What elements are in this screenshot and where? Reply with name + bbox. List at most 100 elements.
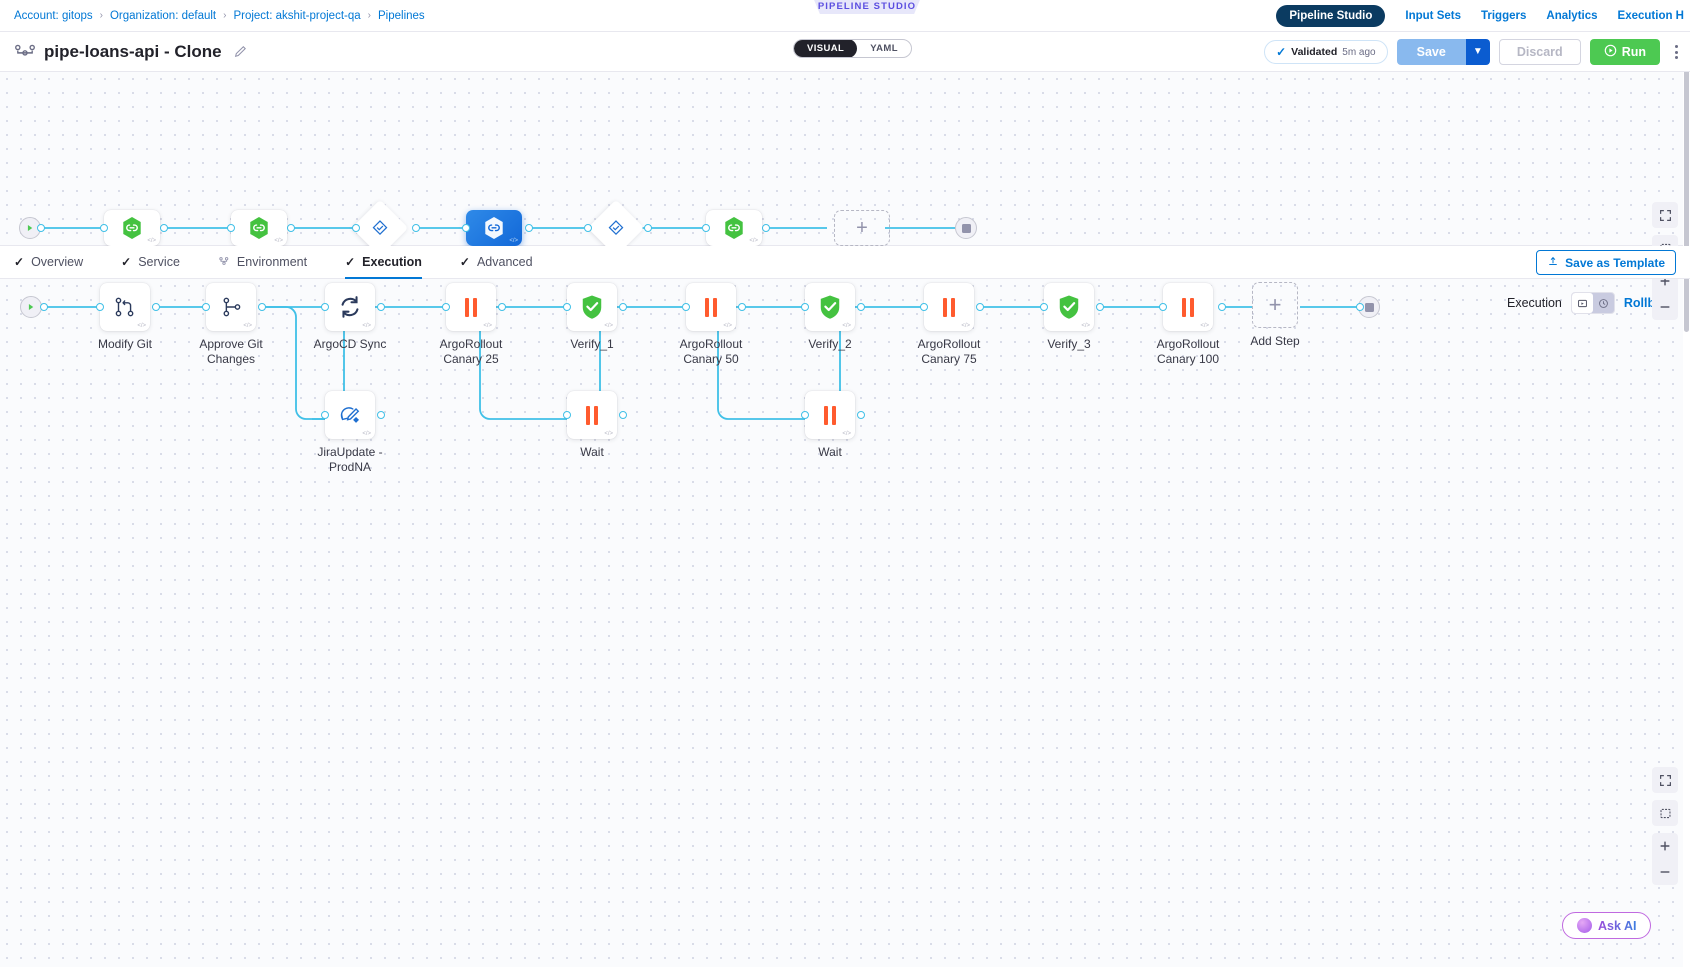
connector-port — [976, 303, 984, 311]
nav-pipeline-studio[interactable]: Pipeline Studio — [1276, 5, 1386, 27]
execution-rollback-toggle[interactable] — [1570, 292, 1615, 314]
add-stage-node[interactable]: + Add Stage — [834, 210, 890, 266]
fullscreen-icon[interactable] — [1652, 202, 1678, 228]
step-node-argorollout-canary-25[interactable]: </> ArgoRollout Canary 25 — [440, 283, 502, 366]
service-hexagon-icon — [121, 216, 143, 240]
step-node-wait-1[interactable]: </> Wait — [567, 391, 617, 459]
nav-execution-history[interactable]: Execution H — [1617, 10, 1684, 22]
save-button-group[interactable]: Save ▼ — [1396, 39, 1490, 65]
connector-port — [857, 303, 865, 311]
fit-to-screen-icon[interactable] — [1652, 800, 1678, 826]
approval-diamond-box[interactable] — [587, 199, 645, 257]
save-button[interactable]: Save — [1396, 39, 1466, 65]
toggle-visual[interactable]: VISUAL — [794, 40, 858, 57]
code-glyph-icon: </> — [147, 238, 156, 244]
kebab-menu-icon[interactable] — [1669, 45, 1684, 59]
discard-button[interactable]: Discard — [1498, 39, 1581, 65]
step-node-argorollout-canary-100[interactable]: </> ArgoRollout Canary 100 — [1157, 283, 1219, 366]
connector-port — [702, 224, 710, 232]
breadcrumb-item-organization[interactable]: Organization: default — [109, 9, 217, 22]
tab-environment[interactable]: Environment — [218, 246, 307, 279]
step-box[interactable]: </> — [924, 283, 974, 331]
step-node-approve-git-changes[interactable]: </> Approve Git Changes — [199, 283, 263, 366]
nav-input-sets[interactable]: Input Sets — [1405, 10, 1461, 22]
breadcrumb-item-project[interactable]: Project: akshit-project-qa — [233, 9, 361, 22]
zoom-in-button[interactable] — [1652, 833, 1678, 859]
stage-box-selected[interactable]: </> — [466, 210, 522, 246]
step-box[interactable]: </> — [567, 283, 617, 331]
stage-box[interactable]: </> — [104, 210, 160, 246]
step-node-argorollout-canary-50[interactable]: </> ArgoRollout Canary 50 — [680, 283, 742, 366]
step-node-verify-3[interactable]: </> Verify_3 — [1044, 283, 1094, 351]
stage-node-qa-deploy[interactable]: </> QA Deploy — [230, 210, 288, 266]
step-box[interactable]: </> — [100, 283, 150, 331]
step-node-verify-2[interactable]: </> Verify_2 — [805, 283, 855, 351]
stage-box[interactable]: </> — [231, 210, 287, 246]
pencil-icon[interactable] — [234, 45, 247, 58]
step-box[interactable]: </> — [805, 283, 855, 331]
execution-rollback-header: Execution Rollback — [1507, 292, 1676, 314]
tab-overview[interactable]: ✓ Overview — [14, 246, 83, 279]
approval-diamond-icon — [372, 220, 388, 236]
stage-node-prod-na-deploy[interactable]: </> Prod-NA Deploy — [451, 210, 537, 266]
nav-triggers[interactable]: Triggers — [1481, 10, 1527, 22]
page-scrollbar[interactable] — [1683, 32, 1690, 969]
tab-label: Environment — [236, 255, 308, 269]
execution-icon[interactable] — [1571, 293, 1593, 313]
toggle-yaml[interactable]: YAML — [870, 43, 898, 54]
step-box[interactable]: </> — [567, 391, 617, 439]
step-node-argocd-sync[interactable]: </> ArgoCD Sync — [314, 283, 386, 351]
visual-yaml-toggle[interactable]: VISUAL YAML — [793, 39, 912, 58]
add-stage-button[interactable]: + — [834, 210, 890, 246]
ask-ai-button[interactable]: Ask AI — [1562, 912, 1652, 939]
step-box[interactable]: </> — [805, 391, 855, 439]
stage-node-dev-deploy[interactable]: </> Dev Deploy — [101, 210, 163, 266]
shield-check-icon — [1059, 295, 1079, 319]
tab-advanced[interactable]: ✓ Advanced — [460, 246, 533, 279]
stage-canvas: </> Dev Deploy </> QA Deploy — [0, 72, 1690, 320]
step-box[interactable]: </> — [206, 283, 256, 331]
fullscreen-icon[interactable] — [1652, 767, 1678, 793]
validated-time: 5m ago — [1342, 46, 1376, 58]
pause-icon — [464, 297, 478, 317]
step-node-wait-2[interactable]: </> Wait — [805, 391, 855, 459]
save-as-template-button[interactable]: Save as Template — [1536, 250, 1676, 275]
jira-update-icon — [340, 407, 360, 423]
tab-service[interactable]: ✓ Service — [121, 246, 180, 279]
step-box[interactable]: </> — [1044, 283, 1094, 331]
run-button[interactable]: Run — [1589, 39, 1660, 65]
code-glyph-icon: </> — [509, 238, 518, 244]
pause-icon — [823, 405, 837, 425]
shield-check-icon — [820, 295, 840, 319]
stage-node-prod-approval-gate[interactable]: Prod Approval Gate — [342, 199, 418, 281]
approval-diamond-box[interactable] — [351, 199, 409, 257]
stage-node-prod-highreg-deploy[interactable]: </> Prod-HighReg Deploy — [696, 210, 772, 281]
step-box[interactable]: </> — [325, 391, 375, 439]
step-node-modify-git[interactable]: </> Modify Git — [98, 283, 152, 351]
step-box[interactable]: </> — [325, 283, 375, 331]
add-step-node[interactable]: + Add Step — [1250, 282, 1300, 348]
breadcrumb-item-account[interactable]: Account: gitops — [14, 9, 93, 22]
rollback-clock-icon[interactable] — [1593, 293, 1614, 313]
status-badge-validated[interactable]: ✓ Validated 5m ago — [1264, 40, 1388, 64]
stage-node-highreg-approval-gate[interactable]: HighReg Approval Gate — [578, 199, 654, 281]
chevron-down-icon[interactable]: ▼ — [1465, 39, 1490, 65]
nav-analytics[interactable]: Analytics — [1546, 10, 1598, 22]
connector-port — [619, 303, 627, 311]
zoom-out-button[interactable] — [1652, 859, 1678, 885]
step-node-verify-1[interactable]: </> Verify_1 — [567, 283, 617, 351]
code-glyph-icon: </> — [137, 323, 146, 329]
add-step-button[interactable]: + — [1252, 282, 1298, 328]
breadcrumb-item-pipelines[interactable]: Pipelines — [378, 9, 425, 22]
step-box[interactable]: </> — [1163, 283, 1213, 331]
step-node-label: Wait — [580, 445, 604, 459]
tab-execution[interactable]: ✓ Execution — [345, 246, 422, 279]
stage-end-node[interactable] — [955, 217, 977, 239]
step-box[interactable]: </> — [686, 283, 736, 331]
stage-box[interactable]: </> — [706, 210, 762, 246]
step-node-jiraupdate-prodna[interactable]: </> JiraUpdate - ProdNA — [317, 391, 383, 474]
zoom-out-button[interactable] — [1652, 294, 1678, 320]
step-start-node[interactable] — [20, 296, 42, 318]
step-node-argorollout-canary-75[interactable]: </> ArgoRollout Canary 75 — [918, 283, 980, 366]
step-box[interactable]: </> — [446, 283, 496, 331]
